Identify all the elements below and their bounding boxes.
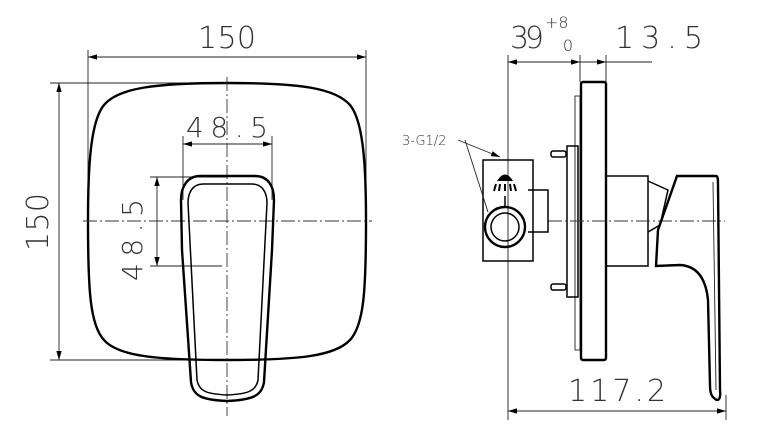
overall-depth-label: 117.2 [568, 374, 666, 409]
mounting-flange [566, 145, 579, 298]
shower-icon [497, 174, 513, 181]
height-label: 150 [21, 193, 56, 251]
side-view: 39 +8 0 13.5 3-G1/2 117.2 [402, 13, 727, 420]
plate-thickness-label: 13.5 [615, 21, 703, 56]
width-label: 150 [198, 21, 256, 56]
depth-label: 39 [510, 21, 544, 56]
front-view: 150 150 48.5 48.5 [21, 21, 372, 416]
depth-tolerance-lower: 0 [563, 36, 573, 55]
mounting-pin [550, 150, 567, 158]
connection-label: 3-G1/2 [402, 134, 446, 149]
handle-width-label: 48.5 [186, 111, 268, 144]
lever-handle-side [654, 174, 722, 402]
lever-handle [179, 174, 276, 403]
mounting-pin [550, 283, 567, 291]
inlet-bracket [482, 159, 534, 262]
handle-height-label: 48.5 [116, 199, 149, 281]
depth-tolerance-upper: +8 [545, 13, 569, 32]
